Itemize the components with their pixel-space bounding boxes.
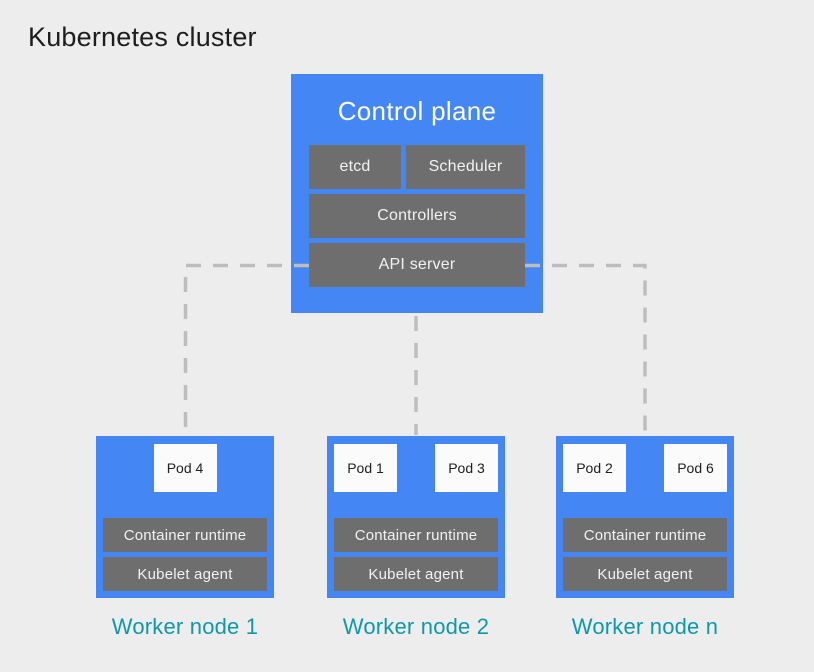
worker-node-2-label: Worker node 2	[342, 614, 490, 639]
container-runtime-box: Container runtime	[334, 518, 498, 552]
page-title: Kubernetes cluster	[28, 22, 257, 52]
api-server-box: API server	[309, 243, 525, 287]
kubelet-agent-box: Kubelet agent	[334, 557, 498, 591]
pod: Pod 6	[664, 444, 727, 492]
pod: Pod 2	[563, 444, 626, 492]
worker-node-1-label: Worker node 1	[111, 614, 259, 639]
control-plane-title: Control plane	[337, 96, 497, 126]
controllers-box: Controllers	[309, 194, 525, 238]
worker-node-2-box: Pod 1 Pod 3 Container runtime Kubelet ag…	[327, 436, 505, 598]
kubelet-agent-box: Kubelet agent	[563, 557, 727, 591]
pod: Pod 3	[435, 444, 498, 492]
control-plane-box: Control plane etcd Scheduler Controllers…	[291, 74, 543, 313]
pod: Pod 4	[153, 444, 217, 492]
pods-row: Pod 2 Pod 6	[563, 444, 727, 492]
worker-node-n-box: Pod 2 Pod 6 Container runtime Kubelet ag…	[556, 436, 734, 598]
pod: Pod 1	[334, 444, 397, 492]
kubelet-agent-box: Kubelet agent	[103, 557, 267, 591]
pods-row: Pod 1 Pod 3	[334, 444, 498, 492]
container-runtime-box: Container runtime	[563, 518, 727, 552]
pods-row: Pod 4	[103, 444, 267, 492]
worker-node-1-box: Pod 4 Container runtime Kubelet agent	[96, 436, 274, 598]
container-runtime-box: Container runtime	[103, 518, 267, 552]
connector-right	[525, 263, 647, 435]
etcd-box: etcd	[309, 145, 401, 189]
scheduler-box: Scheduler	[406, 145, 525, 189]
worker-node-n-label: Worker node n	[571, 614, 719, 639]
